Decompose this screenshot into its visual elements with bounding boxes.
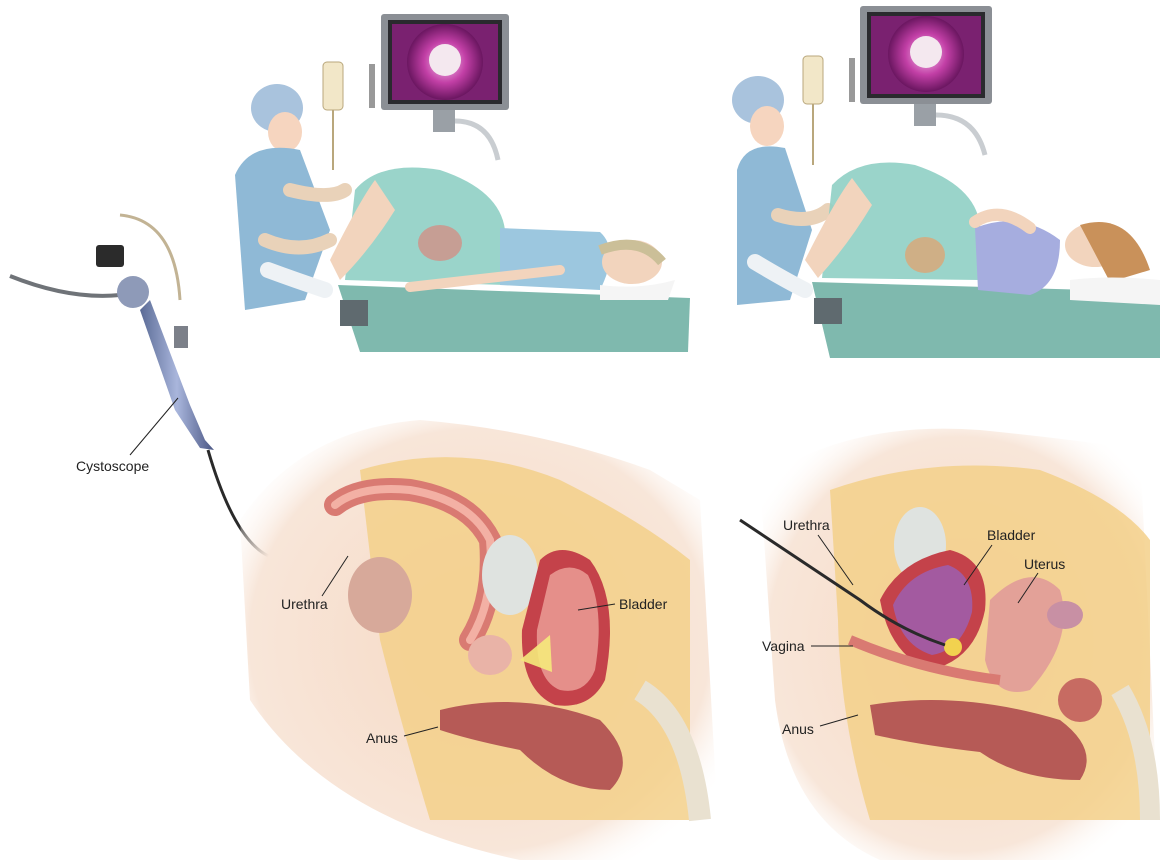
iv-bag xyxy=(803,56,855,165)
female-urethra-label: Urethra xyxy=(783,517,830,533)
video-monitor xyxy=(860,6,992,155)
male-anatomy-cross-section xyxy=(240,420,720,860)
male-anus-label: Anus xyxy=(366,730,398,746)
female-anus-label: Anus xyxy=(782,721,814,737)
male-bladder-label: Bladder xyxy=(619,596,668,612)
cystoscope-leader-line xyxy=(130,398,178,455)
male-procedure-scene xyxy=(235,14,690,352)
female-procedure-scene xyxy=(732,6,1160,358)
female-bladder-label: Bladder xyxy=(987,527,1036,543)
cystoscope-label: Cystoscope xyxy=(76,458,149,474)
female-uterus-label: Uterus xyxy=(1024,556,1065,572)
video-monitor xyxy=(381,14,509,160)
female-vagina-label: Vagina xyxy=(762,638,805,654)
male-urethra-label: Urethra xyxy=(281,596,328,612)
iv-bag xyxy=(323,62,375,170)
